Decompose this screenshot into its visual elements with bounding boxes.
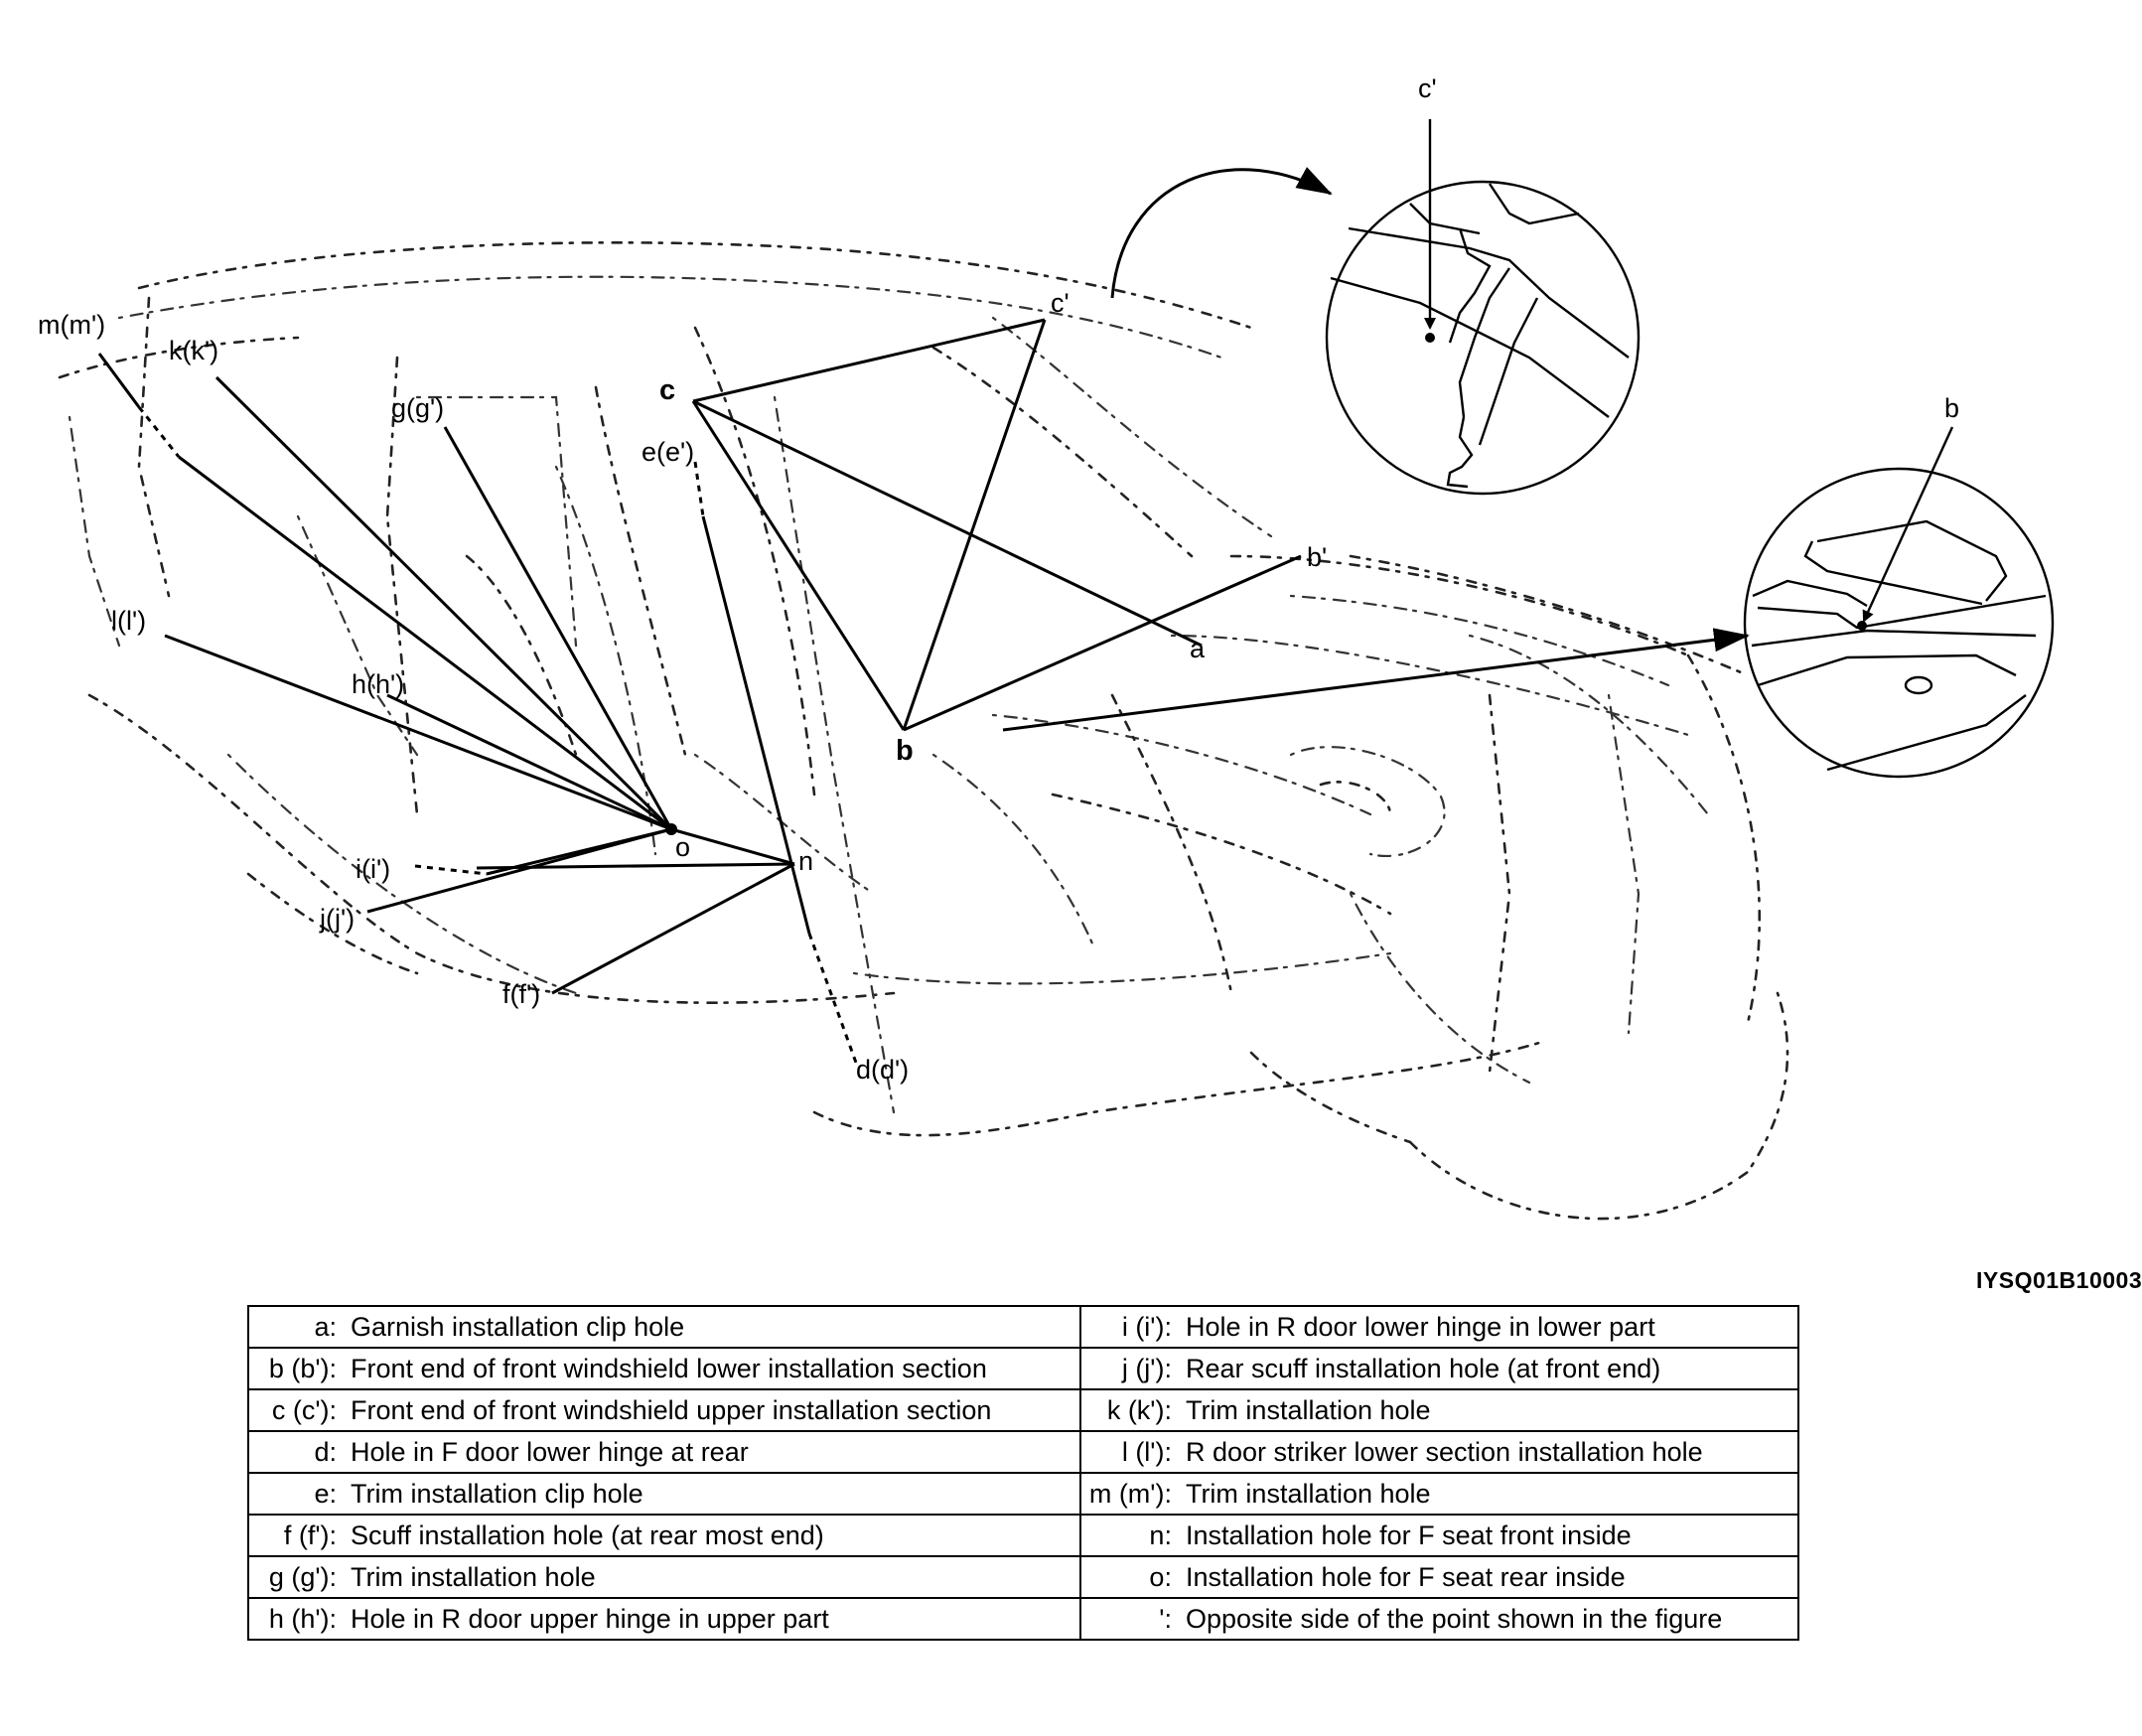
line-m-top: [97, 353, 141, 408]
line-c-a: [692, 399, 1203, 648]
legend-left-key: b (b'):: [247, 1347, 343, 1390]
legend-right-key: k (k'):: [1078, 1388, 1178, 1432]
line-h-o: [386, 693, 672, 831]
line-m-o: [178, 455, 672, 831]
label-i: i(i'): [356, 854, 390, 884]
legend-right-key: ':: [1078, 1597, 1178, 1641]
legend-left-desc: Trim installation clip hole: [343, 1472, 1081, 1516]
legend-left-desc: Hole in F door lower hinge at rear: [343, 1430, 1081, 1474]
line-o-n: [670, 827, 795, 866]
label-j: j(j'): [319, 904, 355, 934]
legend-left-key: d:: [247, 1430, 343, 1474]
line-i-dash: [414, 864, 488, 876]
line-c-cprime: [692, 318, 1046, 403]
line-i-n: [476, 862, 795, 870]
legend-right-desc: Hole in R door lower hinge in lower part: [1177, 1305, 1800, 1349]
line-l-o: [164, 634, 672, 831]
legend-right-desc: Rear scuff installation hole (at front e…: [1177, 1347, 1800, 1390]
label-c: c: [659, 374, 675, 406]
legend-left-key: g (g'):: [247, 1555, 343, 1599]
label-o: o: [675, 832, 690, 862]
legend-right-key: m (m'):: [1078, 1472, 1178, 1516]
legend-left-key: c (c'):: [247, 1388, 343, 1432]
label-f: f(f'): [502, 979, 540, 1009]
label-h: h(h'): [352, 669, 404, 699]
line-cprime-b: [902, 319, 1047, 731]
label-e: e(e'): [642, 437, 694, 467]
arrow-to-b-detail: [1002, 628, 1750, 732]
line-e-dash: [693, 461, 705, 517]
label-detail-c-prime: c': [1418, 73, 1437, 103]
line-j-o: [366, 827, 672, 914]
legend-right-key: n:: [1078, 1514, 1178, 1557]
label-g: g(g'): [391, 393, 444, 423]
legend-left-desc: Scuff installation hole (at rear most en…: [343, 1514, 1081, 1557]
legend-row: f (f'):Scuff installation hole (at rear …: [247, 1514, 1800, 1557]
legend-right-desc: Trim installation hole: [1177, 1388, 1800, 1432]
line-c-b: [691, 400, 906, 731]
label-m: m(m'): [38, 310, 105, 340]
label-k: k(k'): [169, 336, 218, 365]
label-n: n: [798, 846, 813, 876]
label-b: b: [896, 735, 914, 767]
legend-left-key: e:: [247, 1472, 343, 1516]
legend-row: h (h'):Hole in R door upper hinge in upp…: [247, 1597, 1800, 1641]
point-labels: a b b' c c' d(d') e(e') f(f') g(g') h(h'…: [38, 73, 1959, 1085]
line-f-n: [551, 862, 795, 995]
point-o-marker: [665, 823, 677, 835]
legend-left-desc: Hole in R door upper hinge in upper part: [343, 1597, 1081, 1641]
legend-right-desc: R door striker lower section installatio…: [1177, 1430, 1800, 1474]
line-g-o: [443, 426, 673, 830]
legend-left-key: f (f'):: [247, 1514, 343, 1557]
legend-right-desc: Installation hole for F seat front insid…: [1177, 1514, 1800, 1557]
line-b-bprime: [903, 554, 1302, 732]
legend-right-key: o:: [1078, 1555, 1178, 1599]
legend-right-key: j (j'):: [1078, 1347, 1178, 1390]
label-detail-b: b: [1944, 393, 1959, 423]
line-e-d: [701, 515, 811, 935]
vehicle-body-diagram: a b b' c c' d(d') e(e') f(f') g(g') h(h'…: [38, 73, 2055, 1221]
legend-left-desc: Front end of front windshield lower inst…: [343, 1347, 1081, 1390]
figure-code: IYSQ01B10003: [1976, 1267, 2142, 1293]
line-k-o: [214, 375, 673, 831]
legend-left-desc: Garnish installation clip hole: [343, 1305, 1081, 1349]
legend-right-desc: Trim installation hole: [1177, 1472, 1800, 1516]
legend-right-key: l (l'):: [1078, 1430, 1178, 1474]
curved-arrow-to-c-detail: [1110, 167, 1333, 299]
line-m-dash: [137, 406, 181, 458]
label-d: d(d'): [856, 1055, 909, 1085]
legend-right-desc: Installation hole for F seat rear inside: [1177, 1555, 1800, 1599]
legend-right-key: i (i'):: [1078, 1305, 1178, 1349]
body-outline: [58, 240, 1789, 1221]
legend-left-desc: Trim installation hole: [343, 1555, 1081, 1599]
legend-left-key: h (h'):: [247, 1597, 343, 1641]
legend-left-desc: Front end of front windshield upper inst…: [343, 1388, 1081, 1432]
label-b-prime: b': [1307, 542, 1327, 572]
label-a: a: [1190, 634, 1206, 663]
label-c-prime: c': [1051, 288, 1070, 318]
measurement-lines: [97, 318, 1750, 1064]
detail-circle-b: [1743, 426, 2055, 779]
legend-left-key: a:: [247, 1305, 343, 1349]
legend-row: b (b'):Front end of front windshield low…: [247, 1347, 1800, 1390]
detail-circle-c-prime: [1325, 119, 1641, 496]
label-l: l(l'): [111, 606, 146, 636]
legend-row: c (c'):Front end of front windshield upp…: [247, 1388, 1800, 1432]
legend-right-desc: Opposite side of the point shown in the …: [1177, 1597, 1800, 1641]
